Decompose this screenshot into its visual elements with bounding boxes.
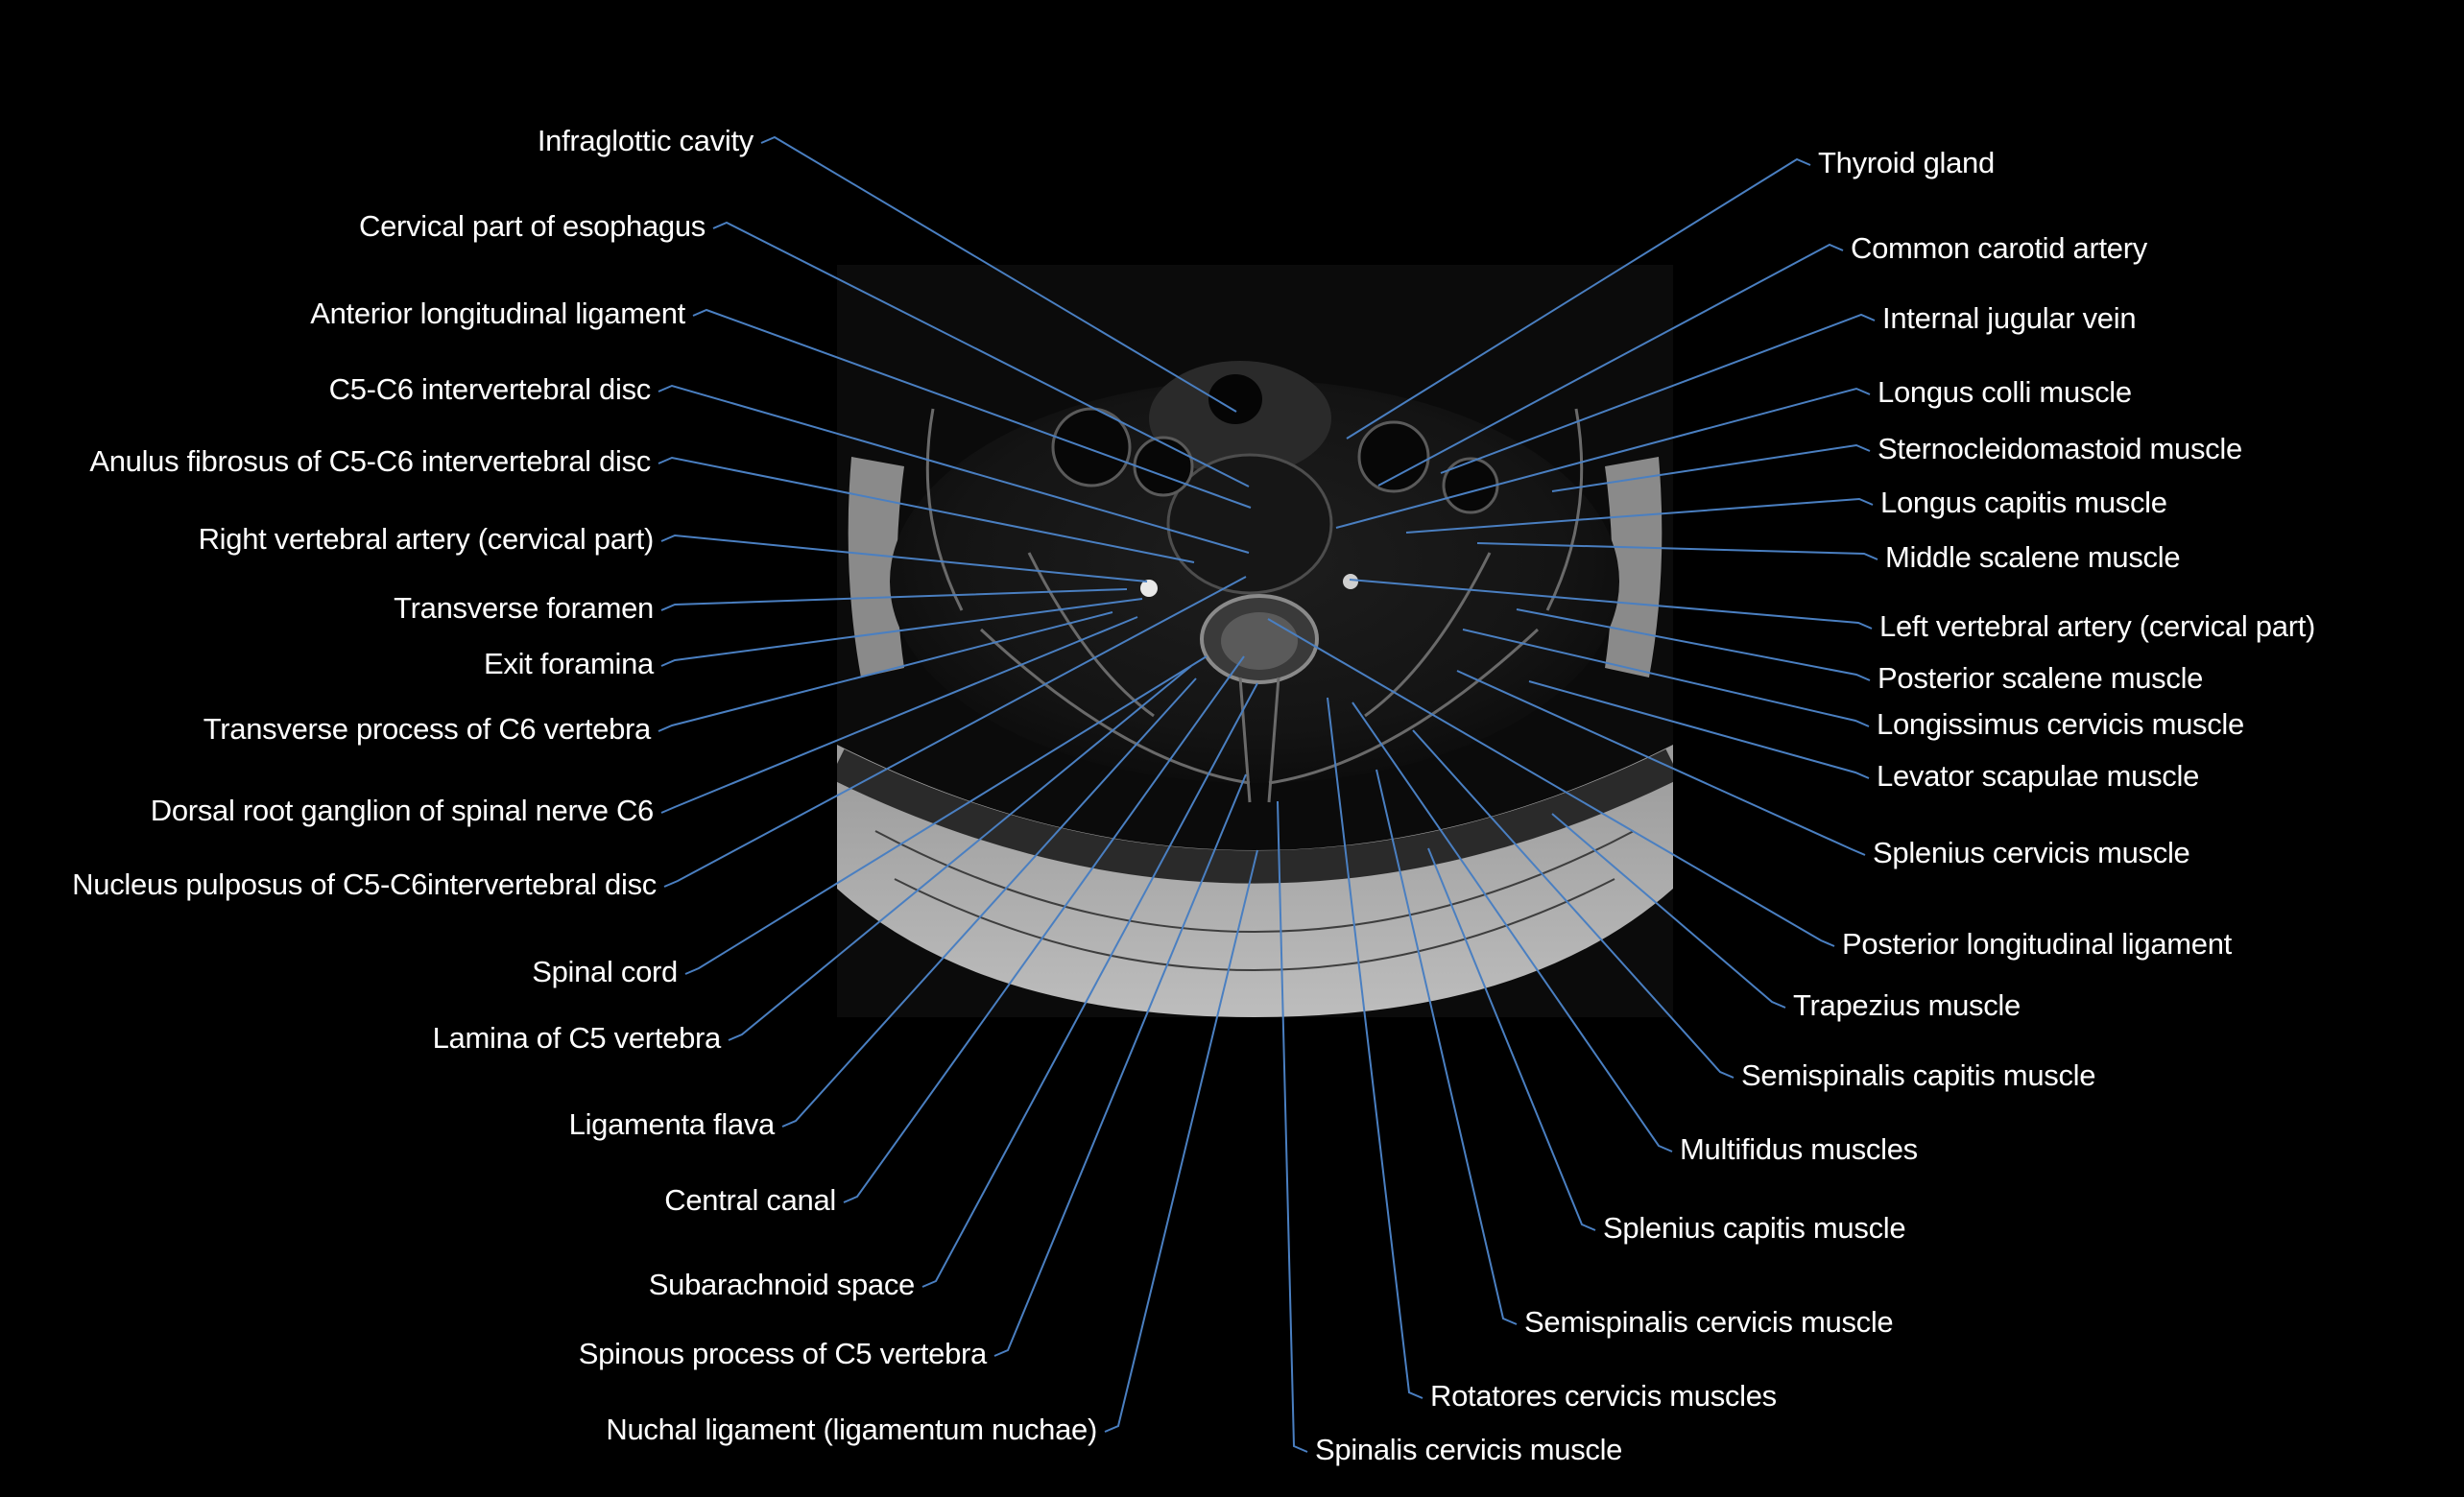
leader-line-trapezius-muscle (1551, 813, 1786, 1009)
leader-line-spinalis-cervicis-muscle (1277, 800, 1308, 1453)
label-left-vertebral-artery-cervical-part: Left vertebral artery (cervical part) (1879, 609, 2316, 643)
leader-line-lamina-of-c5-vertebra (728, 665, 1192, 1041)
label-levator-scapulae-muscle: Levator scapulae muscle (1877, 759, 2200, 793)
leader-line-posterior-scalene-muscle (1516, 608, 1871, 681)
leader-line-right-vertebral-artery-cervical-part (660, 534, 1148, 582)
label-nuchal-ligament-ligamentum-nuchae: Nuchal ligament (ligamentum nuchae) (606, 1413, 1097, 1446)
leader-line-multifidus-muscles (1352, 701, 1673, 1152)
label-anterior-longitudinal-ligament: Anterior longitudinal ligament (310, 297, 685, 330)
label-internal-jugular-vein: Internal jugular vein (1882, 301, 2137, 335)
label-longissimus-cervicis-muscle: Longissimus cervicis muscle (1877, 707, 2244, 741)
label-spinalis-cervicis-muscle: Spinalis cervicis muscle (1315, 1433, 1623, 1466)
label-lamina-of-c5-vertebra: Lamina of C5 vertebra (432, 1021, 722, 1055)
label-semispinalis-capitis-muscle: Semispinalis capitis muscle (1741, 1058, 2096, 1092)
label-cervical-part-of-esophagus: Cervical part of esophagus (359, 209, 706, 243)
leader-line-c5-c6-intervertebral-disc (658, 384, 1250, 554)
label-rotatores-cervicis-muscles: Rotatores cervicis muscles (1430, 1379, 1777, 1413)
leader-line-internal-jugular-vein (1440, 313, 1876, 474)
label-posterior-scalene-muscle: Posterior scalene muscle (1878, 661, 2204, 695)
leader-line-rotatores-cervicis-muscles (1327, 697, 1423, 1399)
leader-line-transverse-process-of-c6-vertebra (658, 611, 1113, 732)
leader-line-central-canal (843, 655, 1245, 1203)
leader-line-sternocleidomastoid-muscle (1551, 443, 1871, 492)
leader-line-nuchal-ligament-ligamentum-nuchae (1104, 849, 1258, 1433)
label-sternocleidomastoid-muscle: Sternocleidomastoid muscle (1878, 432, 2242, 465)
mri-scan-graphic (837, 265, 1673, 1017)
label-thyroid-gland: Thyroid gland (1818, 146, 1995, 179)
leader-line-subarachnoid-space (921, 682, 1258, 1288)
leader-line-splenius-cervicis-muscle (1456, 670, 1866, 856)
leader-line-splenius-capitis-muscle (1427, 847, 1596, 1231)
label-trapezius-muscle: Trapezius muscle (1793, 988, 2021, 1022)
label-dorsal-root-ganglion-of-spinal-nerve-c6: Dorsal root ganglion of spinal nerve C6 (150, 794, 655, 827)
label-central-canal: Central canal (664, 1183, 836, 1217)
label-spinous-process-of-c5-vertebra: Spinous process of C5 vertebra (578, 1337, 988, 1370)
leader-line-longissimus-cervicis-muscle (1462, 629, 1870, 727)
label-splenius-capitis-muscle: Splenius capitis muscle (1603, 1211, 1906, 1245)
leader-line-semispinalis-capitis-muscle (1412, 729, 1734, 1079)
leader-line-infraglottic-cavity (760, 135, 1237, 413)
leader-line-middle-scalene-muscle (1476, 542, 1878, 560)
leader-line-nucleus-pulposus-of-c5-c6intervertebral-disc (663, 576, 1247, 888)
leader-line-longus-colli-muscle (1335, 387, 1871, 529)
label-c5-c6-intervertebral-disc: C5-C6 intervertebral disc (328, 372, 652, 406)
leader-line-cervical-part-of-esophagus (712, 221, 1250, 487)
label-multifidus-muscles: Multifidus muscles (1680, 1132, 1918, 1166)
label-splenius-cervicis-muscle: Splenius cervicis muscle (1873, 836, 2190, 869)
leader-line-transverse-foramen (660, 588, 1128, 611)
label-infraglottic-cavity: Infraglottic cavity (537, 124, 754, 157)
label-right-vertebral-artery-cervical-part: Right vertebral artery (cervical part) (198, 522, 655, 556)
mri-axial-neck-image (837, 265, 1673, 1017)
label-middle-scalene-muscle: Middle scalene muscle (1885, 540, 2181, 574)
leader-line-dorsal-root-ganglion-of-spinal-nerve-c6 (660, 616, 1138, 814)
leader-line-exit-foramina (660, 598, 1143, 667)
leader-line-posterior-longitudinal-ligament (1267, 618, 1835, 947)
label-ligamenta-flava: Ligamenta flava (568, 1107, 776, 1141)
label-longus-capitis-muscle: Longus capitis muscle (1880, 486, 2167, 519)
leader-line-semispinalis-cervicis-muscle (1376, 769, 1518, 1325)
leader-line-spinal-cord (684, 655, 1208, 975)
label-exit-foramina: Exit foramina (484, 647, 654, 680)
leader-line-thyroid-gland (1346, 157, 1811, 440)
label-transverse-process-of-c6-vertebra: Transverse process of C6 vertebra (203, 712, 652, 746)
label-subarachnoid-space: Subarachnoid space (648, 1268, 916, 1301)
label-common-carotid-artery: Common carotid artery (1851, 231, 2147, 265)
leader-line-levator-scapulae-muscle (1528, 680, 1870, 779)
leader-line-anulus-fibrosus-of-c5-c6-intervertebral-disc (658, 456, 1195, 563)
label-anulus-fibrosus-of-c5-c6-intervertebral-disc: Anulus fibrosus of C5-C6 intervertebral … (89, 444, 651, 478)
leader-line-ligamenta-flava (781, 677, 1197, 1128)
label-nucleus-pulposus-of-c5-c6intervertebral-disc: Nucleus pulposus of C5-C6intervertebral … (72, 867, 657, 901)
leader-line-longus-capitis-muscle (1405, 497, 1874, 534)
label-spinal-cord: Spinal cord (532, 955, 678, 988)
leader-line-left-vertebral-artery-cervical-part (1349, 579, 1873, 630)
leader-line-common-carotid-artery (1377, 243, 1844, 487)
label-longus-colli-muscle: Longus colli muscle (1878, 375, 2132, 409)
label-semispinalis-cervicis-muscle: Semispinalis cervicis muscle (1524, 1305, 1894, 1339)
leader-line-spinous-process-of-c5-vertebra (993, 773, 1247, 1357)
leader-line-anterior-longitudinal-ligament (692, 308, 1252, 509)
label-posterior-longitudinal-ligament: Posterior longitudinal ligament (1842, 927, 2232, 961)
label-transverse-foramen: Transverse foramen (394, 591, 654, 625)
